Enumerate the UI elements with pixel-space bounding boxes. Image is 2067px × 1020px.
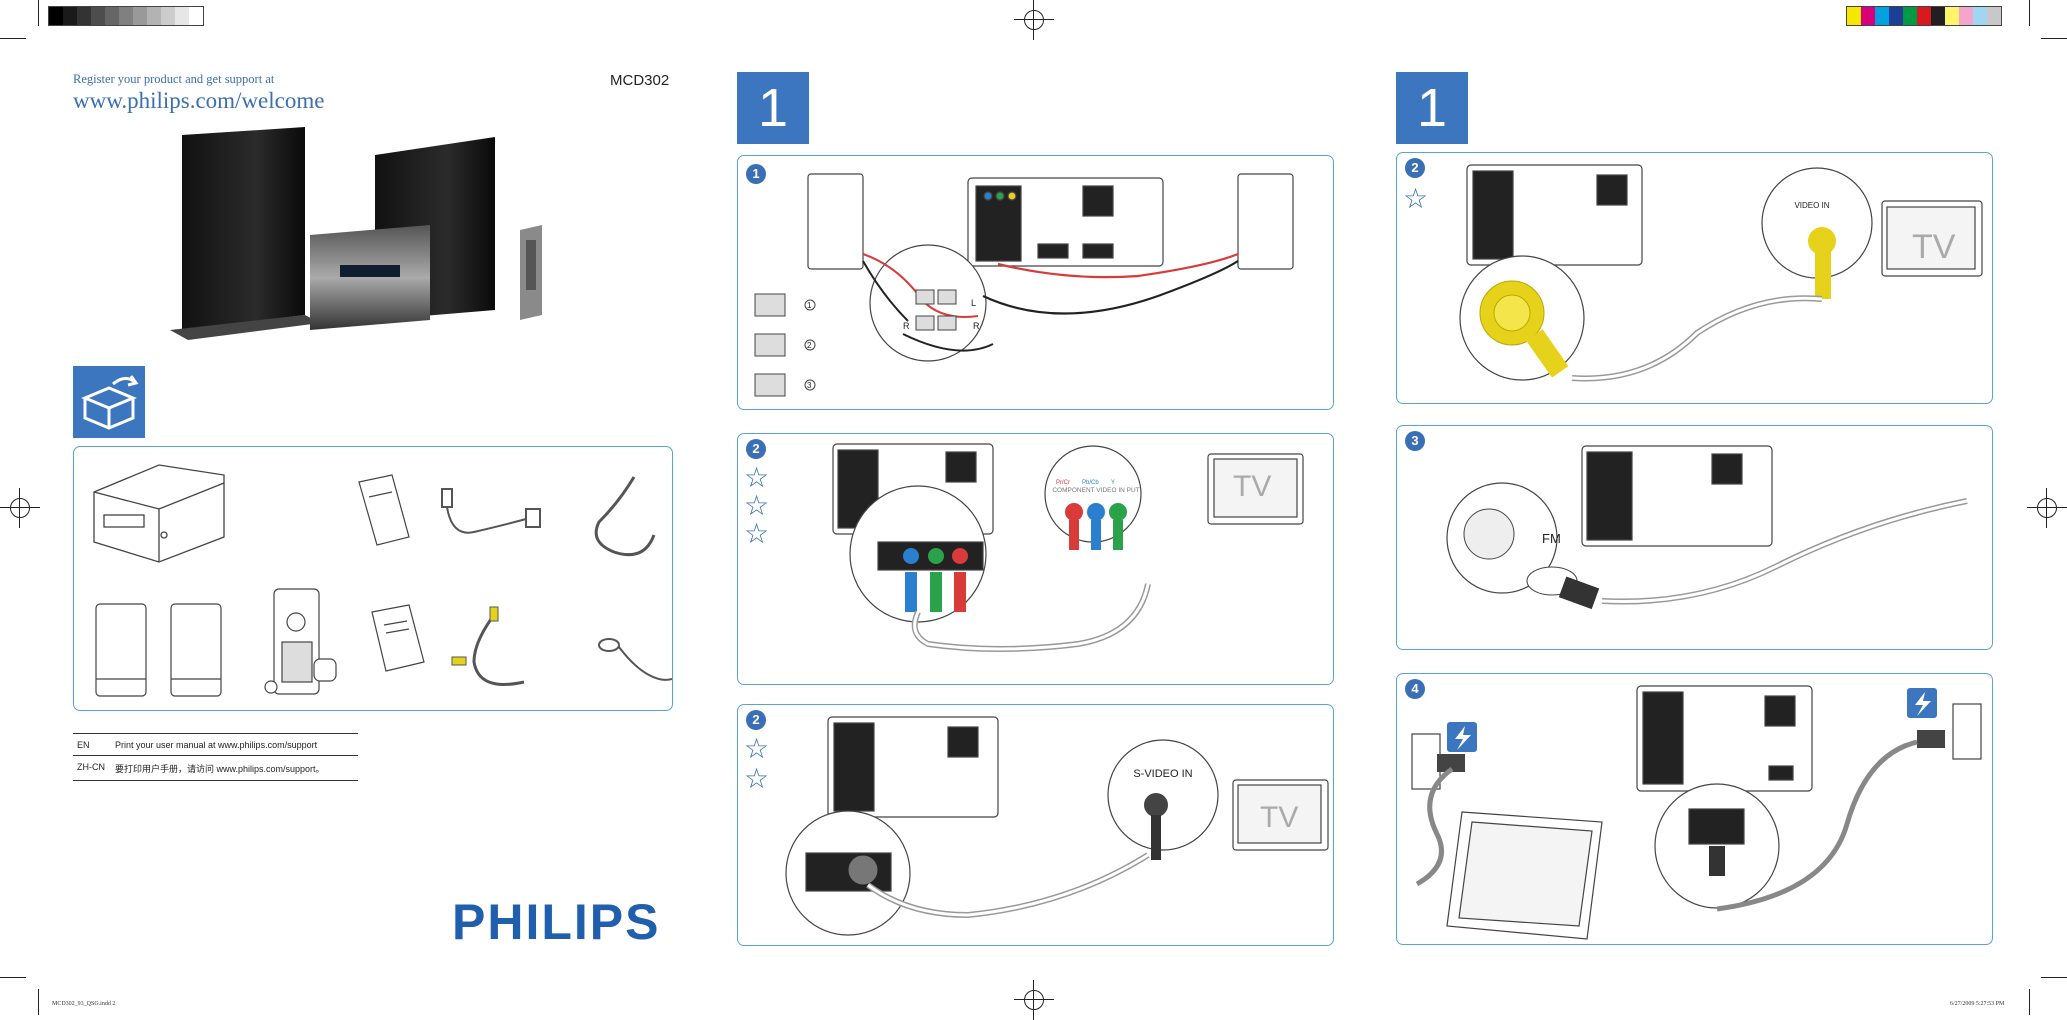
crop-mark bbox=[38, 0, 39, 26]
speaker-left-l-label: L bbox=[971, 298, 976, 308]
footer-left-slug: MCD302_93_QSG.indd 2 bbox=[52, 1001, 116, 1007]
unbox-icon bbox=[73, 366, 145, 438]
step-number: 4 bbox=[1405, 679, 1425, 699]
star-icon: ☆ bbox=[744, 462, 770, 493]
support-url-link[interactable]: www.philips.com/welcome bbox=[73, 88, 325, 113]
crop-mark bbox=[2041, 977, 2067, 978]
registration-crosshair bbox=[2027, 488, 2067, 528]
step-number: 3 bbox=[1405, 431, 1425, 451]
footer-right-slug: 6/27/2009 5:27:53 PM bbox=[1950, 1001, 2005, 1007]
step-number: 1 bbox=[746, 164, 766, 184]
box-contents-panel bbox=[73, 446, 673, 711]
registration-crosshair bbox=[1014, 0, 1054, 40]
philips-logo: PHILIPS bbox=[452, 894, 661, 950]
crop-mark bbox=[0, 38, 26, 39]
option-label-1: 1 bbox=[807, 301, 812, 310]
crop-mark bbox=[0, 977, 26, 978]
tv-label: TV bbox=[1260, 801, 1298, 834]
star-icon: ☆ bbox=[1403, 183, 1429, 214]
crop-mark bbox=[2041, 38, 2067, 39]
language-row-zh: ZH-CN 要打印用户手册，请访问 www.philips.com/suppor… bbox=[73, 755, 358, 781]
panel-step-2-svideo: 2 ☆ ☆ S-VIDEO IN TV bbox=[737, 704, 1334, 946]
language-table: EN Print your user manual at www.philips… bbox=[73, 733, 358, 781]
component-input-label: COMPONENT VIDEO IN PUT bbox=[1052, 487, 1139, 494]
star-icon: ☆ bbox=[744, 490, 770, 521]
panel-step-1-speakers: 1 L R R 1 2 3 bbox=[737, 155, 1334, 410]
panel-step-4-power: 4 bbox=[1396, 673, 1993, 945]
language-code: EN bbox=[77, 740, 90, 750]
registration-crosshair bbox=[0, 488, 40, 528]
step-badge-left: 1 bbox=[737, 72, 809, 144]
panel-step-2-composite-video: 2 ☆ VIDEO IN TV bbox=[1396, 152, 1993, 404]
star-icon: ☆ bbox=[744, 518, 770, 549]
crop-mark bbox=[2029, 0, 2030, 26]
speaker-right-r-label: R bbox=[973, 321, 980, 331]
language-text: Print your user manual at www.philips.co… bbox=[115, 740, 318, 750]
step-number: 2 bbox=[746, 710, 766, 730]
tv-label: TV bbox=[1233, 470, 1271, 503]
step-number: 2 bbox=[1405, 158, 1425, 178]
register-text: Register your product and get support at bbox=[73, 72, 275, 86]
model-number: MCD302 bbox=[610, 72, 670, 89]
svideo-in-label: S-VIDEO IN bbox=[1133, 768, 1192, 780]
video-in-label: VIDEO IN bbox=[1794, 201, 1829, 210]
grayscale-registration-bar bbox=[48, 6, 204, 26]
option-label-2: 2 bbox=[807, 341, 812, 350]
tv-label: TV bbox=[1912, 228, 1956, 266]
registration-crosshair bbox=[1014, 980, 1054, 1020]
crop-mark bbox=[38, 989, 39, 1015]
language-text: 要打印用户手册，请访问 www.philips.com/support。 bbox=[115, 764, 325, 774]
product-photo bbox=[170, 127, 542, 340]
panel-step-2-component-video: 2 ☆ ☆ ☆ TV COMPONENT VIDEO IN PUT Pr/Cr … bbox=[737, 433, 1334, 685]
pr-label: Pr/Cr bbox=[1056, 480, 1070, 486]
option-label-3: 3 bbox=[807, 381, 812, 390]
crop-mark bbox=[2029, 989, 2030, 1015]
panel-step-3-fm-antenna: 3 FM bbox=[1396, 425, 1993, 650]
pb-label: Pb/Cb bbox=[1082, 480, 1099, 486]
speaker-left-r-label: R bbox=[903, 321, 910, 331]
star-icon: ☆ bbox=[744, 733, 770, 764]
language-row-en: EN Print your user manual at www.philips… bbox=[73, 733, 358, 755]
color-registration-bar bbox=[1846, 6, 2002, 26]
fm-label: FM bbox=[1542, 531, 1561, 546]
y-label: Y bbox=[1111, 480, 1115, 486]
language-code: ZH-CN bbox=[77, 762, 105, 772]
step-badge-right: 1 bbox=[1396, 72, 1468, 144]
step-number: 2 bbox=[746, 439, 766, 459]
star-icon: ☆ bbox=[744, 763, 770, 794]
